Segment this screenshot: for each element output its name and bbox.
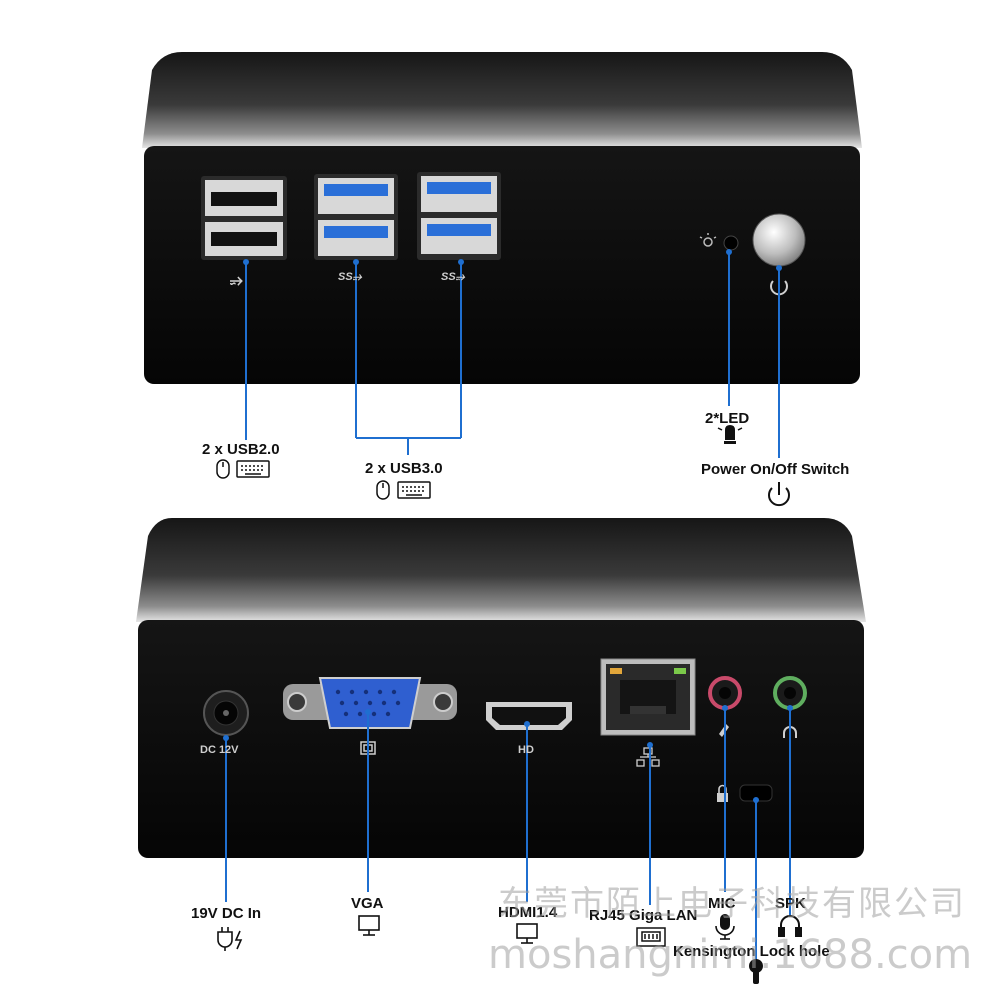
vga-port [283, 677, 457, 729]
usb3-callout-label: 2 x USB3.0 [365, 460, 443, 477]
monitor-icon [516, 923, 538, 944]
watermark-company: 东莞市陌上电子科技有限公司 [498, 884, 966, 924]
top-mini-pc [142, 52, 862, 384]
power-callout-label: Power On/Off Switch [701, 461, 850, 478]
kensington-callout-label: Kensington Lock hole [673, 943, 830, 960]
power-button [752, 213, 806, 267]
vga-callout-label: VGA [351, 895, 384, 912]
callout-dot [458, 259, 464, 265]
power-callout-icon [768, 482, 790, 507]
usb3-port-stack-1 [314, 174, 398, 260]
rj45-lan-port [600, 658, 696, 736]
callout-dot [726, 249, 732, 255]
usb2-callout-label: 2 x USB2.0 [202, 441, 280, 458]
callout-dot [647, 742, 653, 748]
callout-dot [223, 735, 229, 741]
top-callout-lines [245, 252, 780, 458]
monitor-icon [358, 915, 380, 936]
usb3-port-stack-2 [417, 172, 501, 260]
bottom-callout-lines [225, 708, 791, 960]
hdmi-mark: HD [518, 744, 534, 756]
keyboard-icon [236, 460, 270, 478]
usb2-port-stack [201, 176, 287, 260]
keyboard-icon [397, 481, 431, 499]
led-bulb-icon [699, 233, 717, 247]
callout-dot [753, 797, 759, 803]
callout-dot [353, 259, 359, 265]
callout-dot [524, 721, 530, 727]
callout-dot [365, 709, 371, 715]
hdmi-port [486, 702, 572, 730]
hdmi-callout-label: HDMI1.4 [498, 904, 558, 921]
watermark-url: moshangnimi.1688.com [488, 932, 973, 978]
keyhole-icon [749, 959, 763, 984]
microphone-icon [715, 914, 735, 940]
callout-dot [722, 705, 728, 711]
callout-dot [787, 705, 793, 711]
dc-in-callout-label: 19V DC In [191, 905, 262, 922]
mouse-icon [216, 459, 230, 479]
headphones-icon [778, 915, 802, 937]
power-plug-icon [217, 927, 243, 951]
dc-label: DC 12V [200, 744, 239, 756]
spk-callout-label: SPK [775, 895, 806, 912]
lan-callout-label: RJ45 Giga LAN [589, 907, 698, 924]
ethernet-jack-icon [636, 927, 666, 947]
callout-dot [243, 259, 249, 265]
mic-callout-label: MIC [708, 895, 736, 912]
led-indicator [723, 235, 739, 251]
usb2-mark: usb-icon ⭌ [230, 272, 243, 289]
led-callout-icon [717, 419, 743, 444]
mouse-icon [376, 480, 390, 500]
top-case-lid [142, 52, 862, 148]
usb3-mark-2: SS⭌ [441, 271, 465, 283]
network-icon [636, 747, 660, 767]
led-callout-label: 2*LED [705, 410, 750, 427]
callout-dot [776, 265, 782, 271]
bottom-case-lid [136, 518, 866, 622]
usb3-mark-1: SS⭌ [338, 271, 362, 283]
